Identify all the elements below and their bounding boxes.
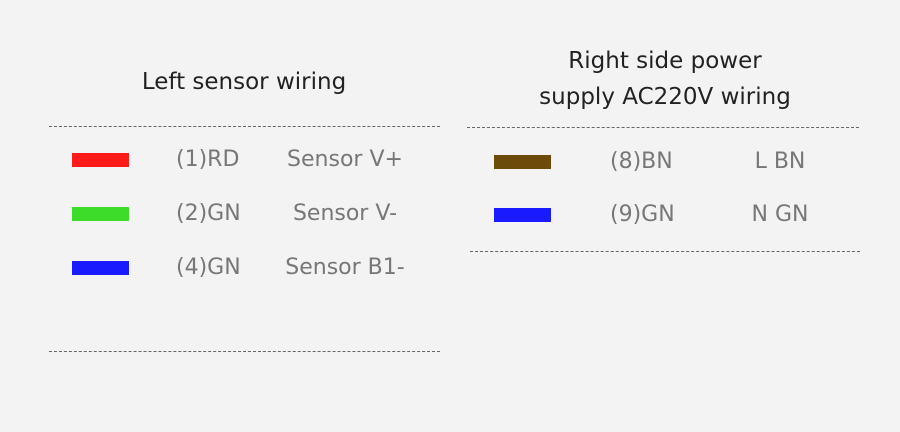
wire-description: Sensor V+ <box>287 147 403 172</box>
right-panel-title: Right side power supply AC220V wiring <box>539 48 791 110</box>
right-power-wiring-panel: Right side power supply AC220V wiring (8… <box>450 0 900 432</box>
wire-row-3: (4)GN Sensor B1- <box>0 251 450 285</box>
wire-row-2: (2)GN Sensor V- <box>0 197 450 231</box>
right-top-divider <box>467 127 859 128</box>
wire-code: (8)BN <box>610 149 673 174</box>
right-bottom-divider <box>470 251 860 252</box>
wire-row-8: (8)BN L BN <box>450 145 900 179</box>
wire-description: N GN <box>751 202 809 227</box>
left-panel-title: Left sensor wiring <box>141 69 347 95</box>
wire-code: (1)RD <box>176 147 240 172</box>
left-bottom-divider <box>49 351 440 352</box>
wire-color-swatch <box>72 261 129 275</box>
wire-row-9: (9)GN N GN <box>450 198 900 232</box>
wire-color-swatch <box>494 208 551 222</box>
wire-color-swatch <box>72 153 129 167</box>
wire-row-1: (1)RD Sensor V+ <box>0 143 450 177</box>
left-sensor-wiring-panel: Left sensor wiring (1)RD Sensor V+ (2)GN… <box>0 69 450 352</box>
wire-description: L BN <box>754 149 806 174</box>
wire-code: (4)GN <box>176 255 241 280</box>
wire-description: Sensor B1- <box>285 255 405 280</box>
left-top-divider <box>49 126 440 127</box>
wire-color-swatch <box>72 207 129 221</box>
wire-color-swatch <box>494 155 551 169</box>
wire-description: Sensor V- <box>292 201 398 226</box>
wire-code: (9)GN <box>610 202 675 227</box>
wire-code: (2)GN <box>176 201 241 226</box>
